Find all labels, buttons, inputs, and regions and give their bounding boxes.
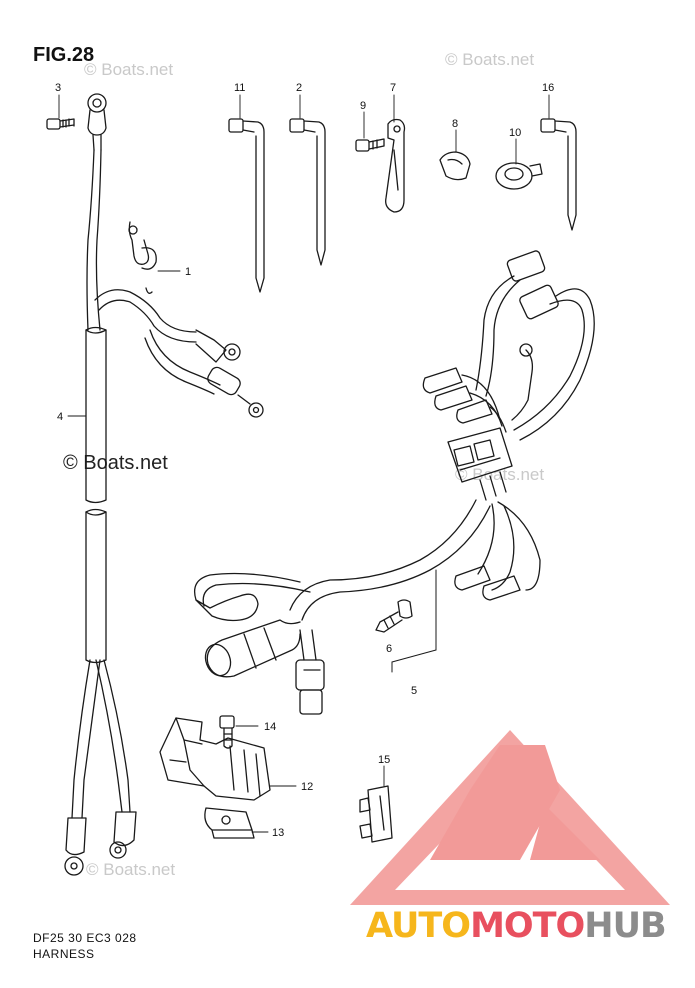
bolt-3 (46, 118, 75, 130)
callout-4: 4 (57, 411, 63, 423)
terminal-1 (128, 221, 157, 294)
brand-part-hub: HUB (584, 906, 666, 946)
callout-14: 14 (264, 721, 276, 733)
callout-8: 8 (452, 118, 458, 130)
watermark-bottom-left: © Boats.net (86, 860, 176, 879)
watermark-mid-right: © Boats.net (455, 465, 545, 484)
callout-2: 2 (296, 82, 302, 94)
bracket-12 (159, 717, 271, 801)
callout-13: 13 (272, 827, 284, 839)
brand-wordmark: AUTOMOTOHUB (366, 906, 667, 946)
callout-11: 11 (234, 82, 245, 94)
tie-strap-11 (228, 118, 265, 293)
figure-title: FIG.28 (33, 44, 95, 66)
watermark-top-right: © Boats.net (445, 50, 535, 69)
callout-9: 9 (360, 100, 366, 112)
callout-7: 7 (390, 82, 396, 94)
watermark-top-left: © Boats.net (84, 60, 174, 79)
bolt-6 (375, 599, 413, 633)
tie-strap-16 (540, 118, 577, 231)
brand-part-auto: AUTO (366, 906, 471, 946)
clamp-7 (385, 118, 406, 213)
bolt-14 (219, 715, 235, 749)
main-harness-5 (193, 250, 595, 715)
brand-logo-icon (350, 730, 670, 905)
brand-part-moto: MOTO (470, 906, 585, 946)
battery-cable-4 (64, 93, 264, 876)
clip-10 (495, 162, 543, 190)
watermark-main: © Boats.net (63, 452, 168, 474)
diagram-name: HARNESS (33, 947, 95, 961)
callout-12: 12 (301, 781, 313, 793)
callout-5: 5 (411, 685, 417, 697)
tie-strap-2 (289, 118, 326, 266)
bolt-9 (355, 138, 385, 152)
callout-3: 3 (55, 82, 61, 94)
pad-13 (204, 807, 255, 839)
callout-1: 1 (185, 266, 191, 278)
plate-15 (359, 785, 393, 843)
callout-16: 16 (542, 82, 554, 94)
callout-10: 10 (509, 127, 521, 139)
callout-6: 6 (386, 643, 392, 655)
leader-lines (58, 94, 550, 833)
callout-15: 15 (378, 754, 390, 766)
diagram-code: DF25 30 EC3 028 (33, 931, 137, 945)
clip-8 (439, 151, 471, 181)
callout-labels: 1 2 3 4 5 6 7 8 9 10 11 12 13 14 15 16 (55, 82, 554, 839)
bullet-connectors-upper (422, 367, 507, 433)
